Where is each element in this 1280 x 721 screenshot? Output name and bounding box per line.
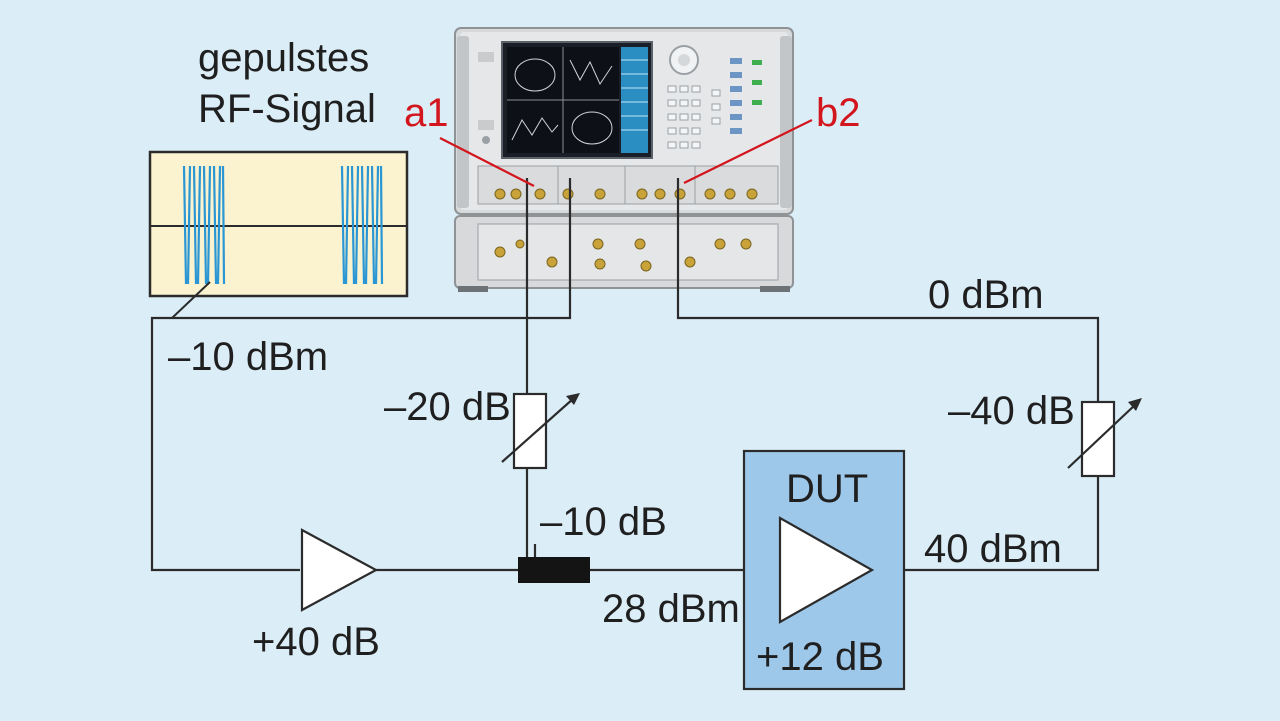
pulse-burst-2 [340,165,384,285]
pulse-pointer [171,281,211,319]
network-analyzer [454,27,794,292]
attenuator-a1 [501,392,580,470]
pulse-title-line1: gepulstes [198,36,369,80]
pulse-burst-1 [182,165,226,285]
coupler-label: –10 dB [540,500,667,544]
port-a1-label: a1 [404,91,449,135]
amplifier-gain-label: +40 dB [252,620,380,664]
dut-gain-label: +12 dB [756,635,884,679]
dut-block [742,449,906,691]
pulse-title-line2: RF-Signal [198,87,376,131]
dut-title: DUT [786,467,868,511]
attenuator-a1-label: –20 dB [384,385,511,429]
b2-level-label: 0 dBm [928,273,1044,317]
source-level-label: –10 dBm [168,335,328,379]
keypad-icon [667,85,721,149]
port-connectors-icon [494,188,758,200]
signal-wires [150,178,1100,572]
port-a1-pointer [439,137,535,187]
port-b2-pointer [683,119,813,184]
driver-amplifier-icon [300,528,379,612]
variable-arrow-icon [566,393,580,405]
port-b2-label: b2 [816,91,861,135]
variable-arrow-icon [1128,398,1142,411]
dut-output-level-label: 40 dBm [924,527,1062,571]
directional-coupler [518,557,590,583]
pulse-signal-box [148,150,409,319]
attenuator-b2-label: –40 dB [948,389,1075,433]
attenuator-b2 [1067,398,1142,478]
dut-input-level-label: 28 dBm [602,587,740,631]
dut-amplifier-icon [778,516,875,624]
